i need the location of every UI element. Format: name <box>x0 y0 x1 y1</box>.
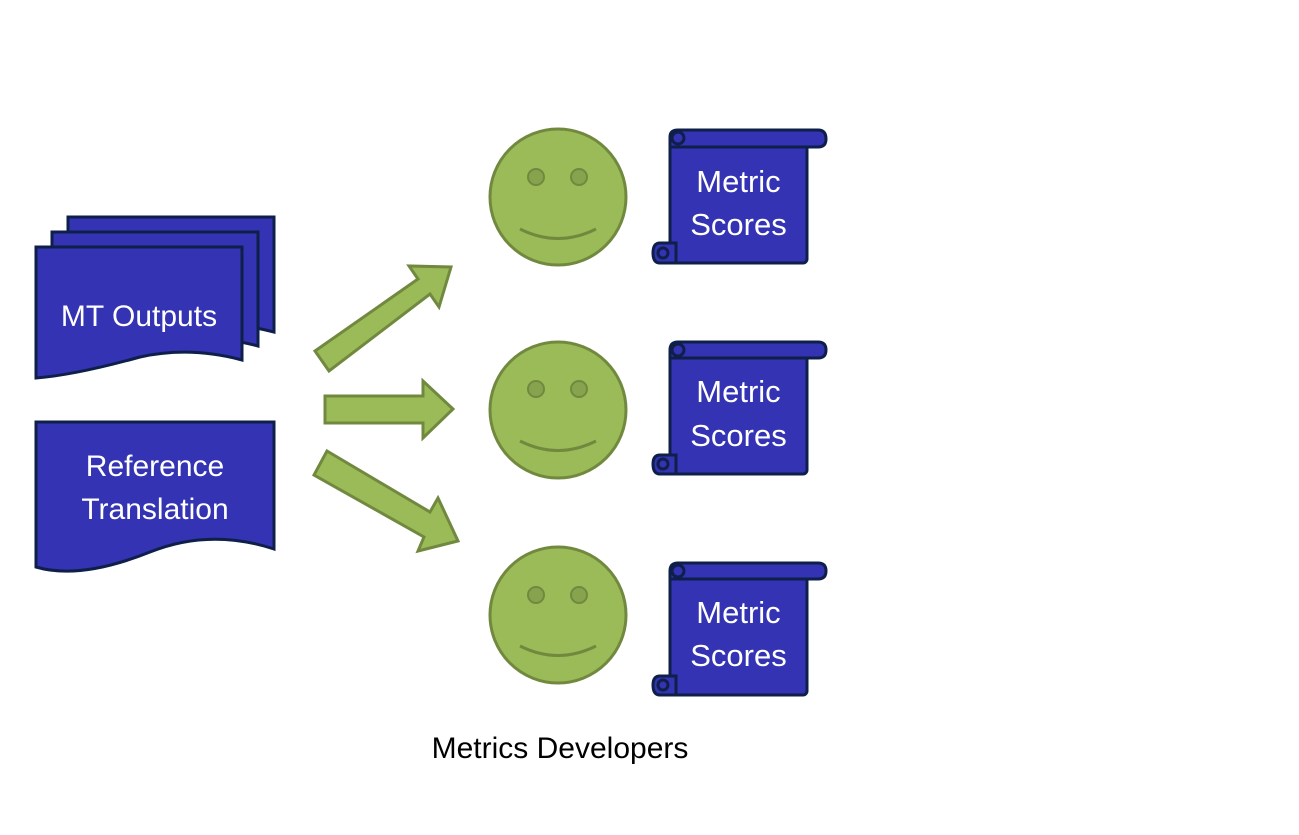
smiley-face-icon <box>488 545 628 685</box>
reference-translation-label-line1: Reference <box>85 450 225 483</box>
metric-scores-label-2-line2: Scores <box>690 418 787 453</box>
metric-scores-label-2-line1: Metric <box>696 374 781 409</box>
smiley-face-icon <box>488 340 628 480</box>
smiley-face-icon <box>488 127 628 267</box>
reference-translation-document <box>34 420 276 573</box>
metric-scores-label-1-line2: Scores <box>690 207 787 242</box>
arrow-right <box>323 377 456 442</box>
metric-scores-label-1-line1: Metric <box>696 164 781 199</box>
arrow-up-right <box>312 264 454 374</box>
arrow-down-right <box>311 448 461 554</box>
scroll-icon <box>651 128 828 265</box>
reference-translation-label-line2: Translation <box>81 493 229 526</box>
document-front-page <box>34 245 244 380</box>
scroll-icon <box>651 561 828 697</box>
mt-outputs-label: MT Outputs <box>60 300 218 333</box>
mt-outputs-document-stack <box>34 215 276 380</box>
scroll-icon <box>651 340 828 476</box>
metrics-developers-caption: Metrics Developers <box>431 732 689 765</box>
metric-scores-label-3-line2: Scores <box>690 638 787 673</box>
metric-scores-label-3-line1: Metric <box>696 595 781 630</box>
